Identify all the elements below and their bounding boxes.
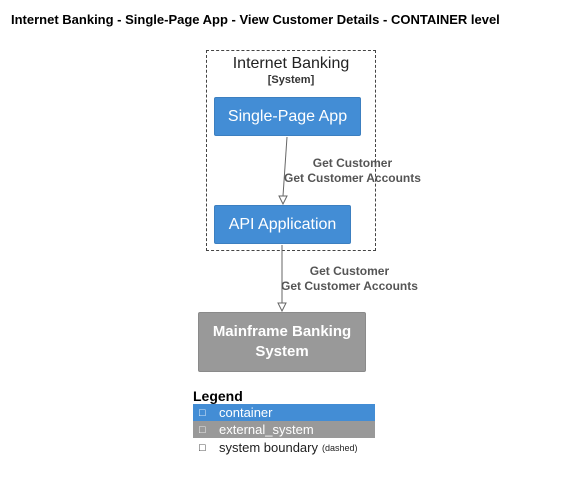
legend-title: Legend bbox=[193, 388, 243, 404]
legend-swatch-icon: □ bbox=[199, 441, 206, 454]
api-to-mainframe-label-line-1: Get Customer bbox=[309, 264, 390, 278]
spa-to-api-line bbox=[282, 136, 288, 197]
legend-swatch-icon: □ bbox=[199, 406, 206, 419]
legend-item-system-boundary: □ system boundary (dashed) bbox=[193, 439, 375, 456]
mainframe-banking-system-node[interactable]: Mainframe Banking System bbox=[198, 312, 366, 372]
diagram-title: Internet Banking - Single-Page App - Vie… bbox=[11, 12, 500, 27]
legend-swatch-icon: □ bbox=[199, 423, 206, 436]
single-page-app-node[interactable]: Single-Page App bbox=[214, 97, 361, 136]
boundary-name: Internet Banking bbox=[232, 55, 350, 72]
spa-to-api-arrowhead bbox=[278, 195, 288, 206]
api-to-mainframe-arrowhead bbox=[277, 302, 287, 313]
legend-label-system-boundary: system boundary bbox=[219, 440, 318, 455]
legend-label-external-system: external_system bbox=[219, 422, 314, 437]
internet-banking-boundary: Internet Banking [System] bbox=[206, 50, 376, 251]
legend-item-external-system: □ external_system bbox=[193, 421, 375, 438]
spa-to-api-label: Get Customer Get Customer Accounts bbox=[284, 156, 421, 186]
api-application-node[interactable]: API Application bbox=[214, 205, 351, 244]
spa-to-api-label-line-2: Get Customer Accounts bbox=[284, 171, 421, 185]
legend-item-container: □ container bbox=[193, 404, 375, 421]
spa-to-api-label-line-1: Get Customer bbox=[312, 156, 393, 170]
boundary-type: [System] bbox=[267, 74, 315, 86]
legend-dashed-note: (dashed) bbox=[322, 442, 358, 453]
api-to-mainframe-label: Get Customer Get Customer Accounts bbox=[281, 264, 418, 294]
legend-label-container: container bbox=[219, 405, 273, 420]
api-to-mainframe-label-line-2: Get Customer Accounts bbox=[281, 279, 418, 293]
